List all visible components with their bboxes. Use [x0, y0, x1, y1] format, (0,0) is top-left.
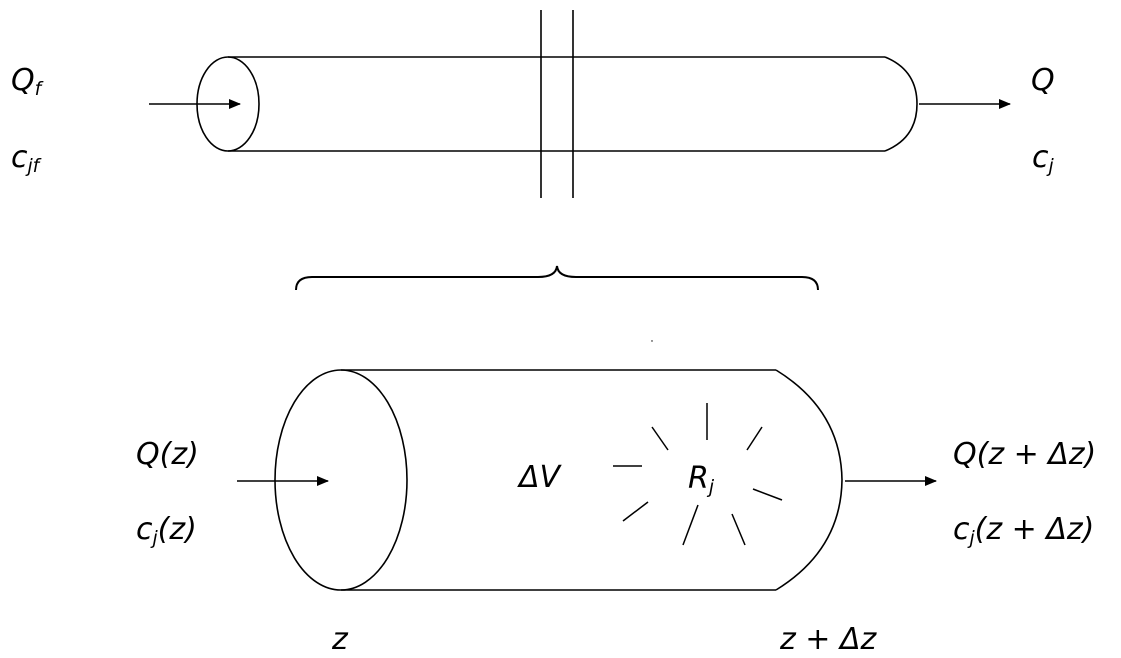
zoom-brace [295, 265, 819, 291]
top-pipe [196, 10, 918, 198]
element-inlet-face [274, 369, 408, 591]
element-outlet-cap [775, 369, 843, 591]
burst-ray [731, 513, 746, 546]
element-inlet-flow-label: Q(z) [136, 437, 199, 472]
burst-ray [746, 426, 763, 451]
top-inlet-conc-label: cjf [11, 140, 40, 178]
reaction-burst [613, 403, 783, 546]
top-outlet-flow-label: Q [1031, 63, 1055, 98]
burst-ray [682, 504, 699, 546]
element-inlet-conc-label: cj(z) [136, 512, 197, 550]
burst-ray [752, 488, 783, 501]
element-cylinder [274, 369, 843, 591]
top-pipe-outlet-cap [884, 56, 918, 152]
burst-ray [651, 426, 669, 451]
top-outlet-conc-label: cj [1032, 140, 1054, 178]
top-inlet-flow-label: Qf [11, 63, 42, 101]
left-position-label: z [332, 622, 348, 657]
element-outlet-conc-label: cj(z + Δz) [953, 512, 1095, 550]
stray-dot [651, 340, 653, 342]
element-outlet-flow-label: Q(z + Δz) [953, 437, 1097, 472]
volume-label: ΔV [519, 460, 561, 495]
reaction-rate-label: Rj [688, 461, 715, 499]
burst-ray [622, 501, 649, 522]
right-position-label: z + Δz [780, 622, 877, 657]
